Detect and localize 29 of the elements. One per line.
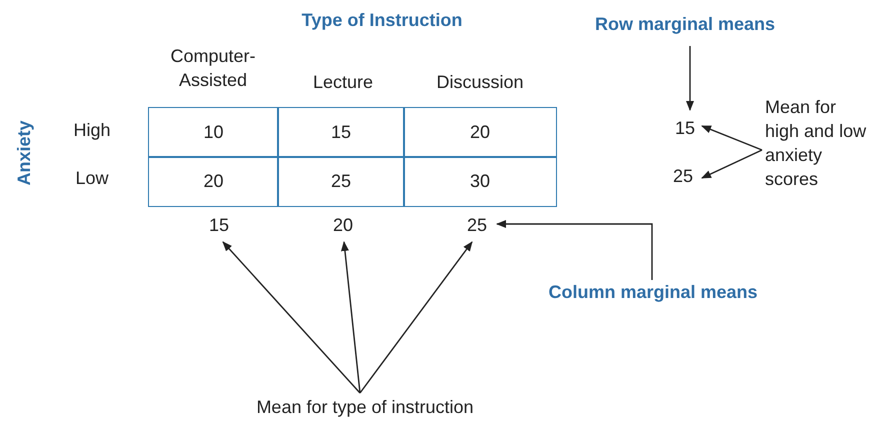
row-mean: 25: [668, 164, 698, 188]
table-cell: 30: [403, 156, 557, 207]
column-mean: 20: [328, 213, 358, 237]
column-header: Discussion: [435, 71, 525, 94]
column-mean: 25: [462, 213, 492, 237]
leader-arrow: [340, 241, 361, 394]
column-header: Lecture: [312, 71, 374, 94]
heading: Type of Instruction: [300, 9, 464, 32]
table-cell: 20: [403, 107, 557, 158]
row-header: High: [72, 119, 112, 142]
axis-title: Anxiety: [13, 119, 35, 188]
leader-arrow: [686, 46, 694, 111]
leader-arrow: [496, 220, 653, 280]
leader-arrow: [222, 241, 361, 394]
row-header: Low: [74, 167, 110, 190]
table-cell: 20: [148, 156, 279, 207]
table-cell: 15: [277, 107, 405, 158]
table-cell: 10: [148, 107, 279, 158]
heading: Row marginal means: [570, 12, 800, 36]
annotation-text: Mean for high and low anxiety scores: [765, 95, 870, 191]
leader-arrow: [359, 241, 473, 394]
heading: Column marginal means: [523, 280, 783, 304]
table-cell: 25: [277, 156, 405, 207]
column-header: Computer- Assisted: [169, 45, 257, 92]
annotation-text: Mean for type of instruction: [225, 395, 505, 419]
column-mean: 15: [204, 213, 234, 237]
row-mean: 15: [670, 116, 700, 140]
leader-arrow: [701, 149, 762, 179]
leader-arrow: [701, 125, 762, 151]
